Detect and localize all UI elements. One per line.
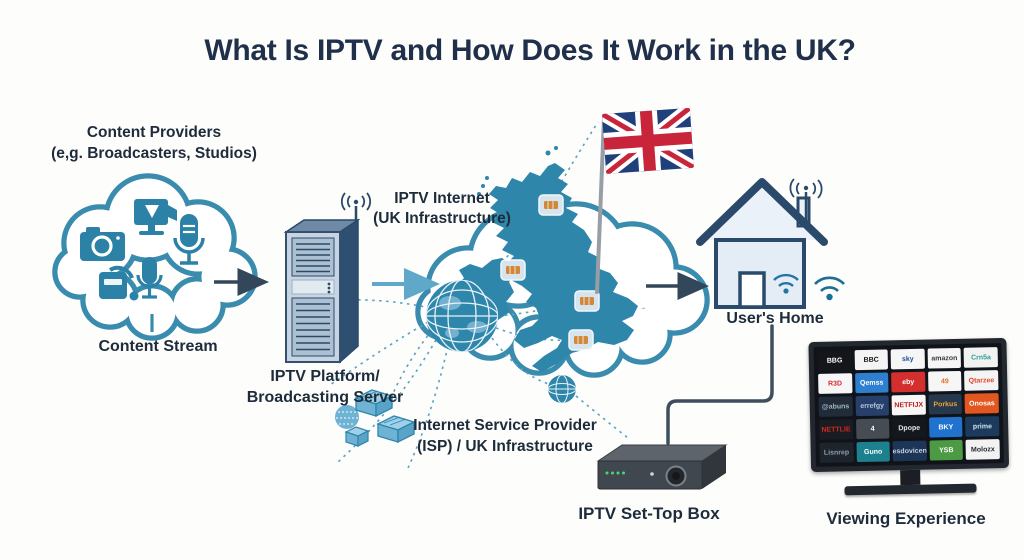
app-tile: eby [891,371,926,393]
viewing-experience-label: Viewing Experience [826,509,986,528]
app-tile: BBC [854,349,889,371]
app-tile: @abuns [818,396,853,417]
app-tile: 49 [927,370,962,392]
content-stream-label: Content Stream [98,338,218,355]
set-top-box-label: IPTV Set-Top Box [578,504,720,523]
tv-stand-neck [900,469,921,486]
isp-line2: (ISP) / UK Infrastructure [417,438,593,455]
iptv-internet-label: IPTV Internet (UK Infrastructure) [352,189,532,229]
app-tile: amazon [927,347,962,369]
isp-label: Internet Service Provider (ISP) / UK Inf… [386,415,624,457]
app-tile: Porkus [928,393,963,415]
app-tile: R3D [818,373,853,394]
app-tile: Lisnrep [819,442,854,463]
audio-recorder-icon [99,265,139,301]
app-tile: errefgy [855,395,890,417]
app-tile: Guno [856,441,891,463]
microphone-icon [136,257,163,299]
globe-icon [426,280,498,352]
camera-icon [80,227,125,261]
app-tile: NETTLIE [819,419,854,440]
house-icon [696,178,845,309]
app-tile: sky [890,348,925,370]
iptv-platform-line2: Broadcasting Server [246,389,404,406]
content-providers-line1: Content Providers [86,124,222,141]
page-title: What Is IPTV and How Does It Work in the… [204,34,856,67]
isp-cluster-icons [335,389,416,447]
app-tile: esdovicen [892,440,927,462]
app-tile: 4 [855,418,890,440]
app-tile: YSB [929,439,964,461]
iptv-internet-line2: (UK Infrastructure) [373,210,511,227]
server-tower-icon [283,192,371,364]
router-icon [354,389,394,418]
iptv-platform-label: IPTV Platform/ Broadcasting Server [228,366,422,408]
set-top-box-icon [596,444,728,490]
wifi-icon [814,276,845,301]
app-tile: BBG [817,350,852,371]
app-tile: Onosas [964,393,999,414]
app-tile: NETFIJX [891,394,926,416]
flag-pole [595,116,606,294]
app-tile: BKY [928,416,963,438]
video-camera-icon [134,199,177,235]
app-tile: prime [965,416,1000,437]
router-icon [376,415,416,444]
router-icon [344,426,370,447]
connector-home-to-stb [666,324,774,445]
app-tile: Crn5a [963,347,998,368]
users-home-label: User's Home [726,310,824,327]
isp-line1: Internet Service Provider [413,417,597,434]
uk-flag-icon [602,107,694,174]
microphone-icon [173,214,205,265]
app-tile: Dpope [892,417,927,439]
wifi-icon [773,273,799,294]
globe-icon [548,375,576,403]
network-node-icons [500,194,600,351]
iptv-internet-line1: IPTV Internet [394,190,490,207]
app-tile: Molozx [965,439,1000,460]
antenna-icon [341,192,371,211]
content-providers-line2: (e,g. Broadcasters, Studios) [51,145,257,162]
iptv-platform-line1: IPTV Platform/ [270,368,380,385]
content-providers-label: Content Providers (e,g. Broadcasters, St… [28,122,280,164]
app-tile: Qemss [854,372,889,394]
app-tile: Qtarzee [964,370,999,391]
circuit-sphere-icon [335,405,359,429]
